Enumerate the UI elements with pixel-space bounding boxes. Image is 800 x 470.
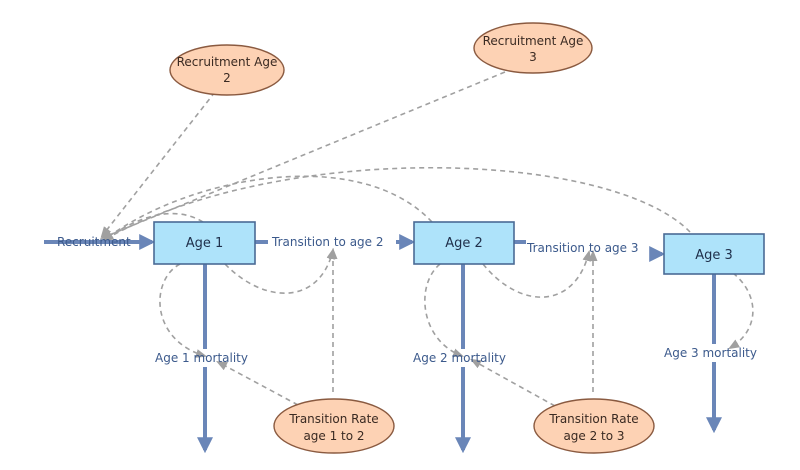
variable-transition-rate-23[interactable]: Transition Rate age 2 to 3 (533, 398, 655, 454)
stock-age2-label: Age 2 (445, 236, 483, 251)
variable-recruitment-age2-ellipse[interactable] (169, 44, 285, 96)
link-recruitment-age3-to-recruitment (99, 71, 506, 239)
stock-age3[interactable]: Age 3 (663, 233, 765, 275)
mortality3-flow-label[interactable]: Age 3 mortality (664, 346, 757, 360)
link-rate23-to-mortality2 (470, 358, 556, 407)
link-recruitment-age2-to-recruitment (100, 91, 216, 238)
stock-age3-label: Age 3 (695, 248, 733, 263)
link-age3-to-recruitment (102, 166, 691, 242)
variable-recruitment-age2-line2: 2 (223, 71, 231, 85)
mortality1-flow-label[interactable]: Age 1 mortality (155, 351, 248, 365)
transition23-flow-label[interactable]: Transition to age 3 (526, 241, 639, 255)
link-age1-to-transition12 (224, 247, 336, 294)
variable-transition-rate-12-ellipse[interactable] (273, 398, 395, 454)
link-age2-to-transition23 (482, 249, 592, 298)
flow-labels: Recruitment Transition to age 2 Transiti… (57, 235, 757, 365)
variable-recruitment-age3-ellipse[interactable] (473, 22, 593, 74)
transition12-flow-label[interactable]: Transition to age 2 (271, 235, 384, 249)
link-rate12-to-mortality1 (216, 360, 299, 406)
stock-age3-box[interactable] (663, 233, 765, 275)
variable-transition-rate-12[interactable]: Transition Rate age 1 to 2 (273, 398, 395, 454)
variable-transition-rate-12-line2: age 1 to 2 (303, 429, 364, 443)
link-age1-to-mortality1 (159, 263, 208, 358)
variable-transition-rate-23-line2: age 2 to 3 (563, 429, 624, 443)
variable-recruitment-age2[interactable]: Recruitment Age 2 (169, 44, 285, 96)
link-age2-to-mortality2 (424, 263, 465, 357)
links (99, 71, 754, 407)
mortality2-flow-label[interactable]: Age 2 mortality (413, 351, 506, 365)
variable-transition-rate-23-ellipse[interactable] (533, 398, 655, 454)
link-age3-to-mortality3 (728, 272, 754, 350)
variable-recruitment-age2-line1: Recruitment Age (177, 55, 278, 69)
recruitment-flow-label[interactable]: Recruitment (57, 235, 131, 249)
link-age2-to-recruitment (102, 175, 433, 242)
flow-pipes (44, 234, 722, 454)
stock-age2-box[interactable] (413, 221, 515, 265)
variable-transition-rate-12-line1: Transition Rate (288, 412, 378, 426)
stock-age2[interactable]: Age 2 (413, 221, 515, 265)
stock-age1[interactable]: Age 1 (153, 221, 256, 265)
variable-recruitment-age3[interactable]: Recruitment Age 3 (473, 22, 593, 74)
variable-recruitment-age3-line1: Recruitment Age (483, 34, 584, 48)
variable-transition-rate-23-line1: Transition Rate (548, 412, 638, 426)
variable-recruitment-age3-line2: 3 (529, 50, 537, 64)
stock-age1-box[interactable] (153, 221, 256, 265)
stock-age1-label: Age 1 (186, 236, 224, 251)
